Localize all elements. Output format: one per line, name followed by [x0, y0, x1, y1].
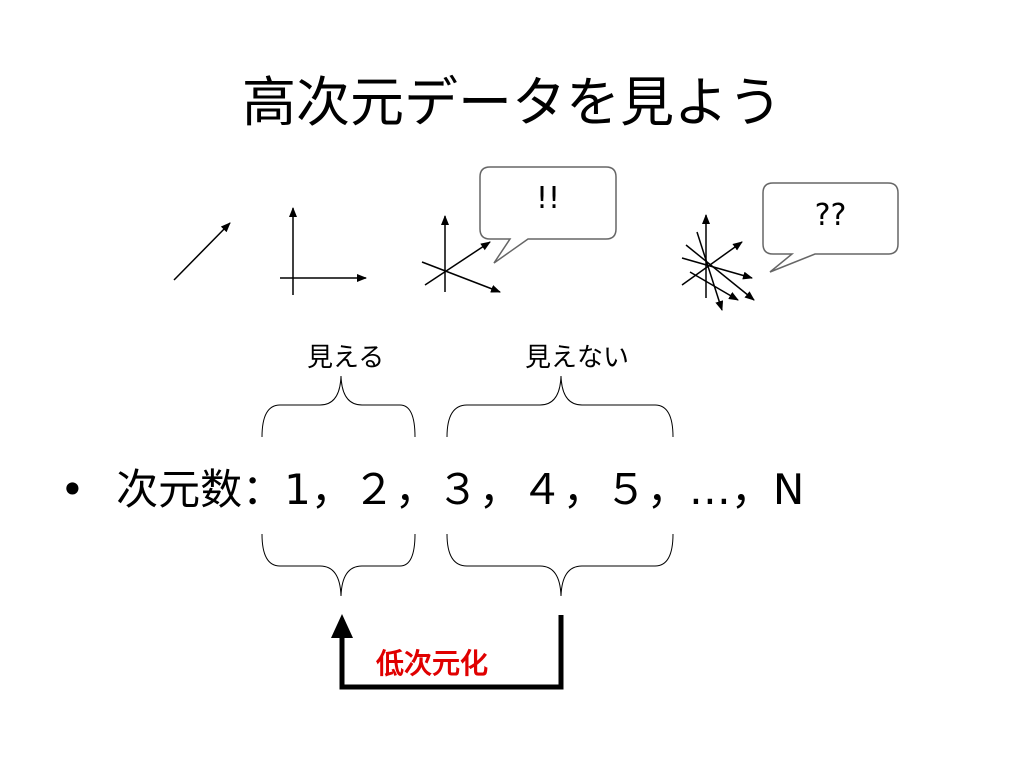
speech-bubble-left	[479, 166, 617, 264]
bubble-left-text: !!	[535, 181, 561, 216]
dimension-list-text: 次元数：1，２，３，４，５，…，N	[116, 465, 805, 514]
two-dimensional-axes	[280, 207, 367, 295]
dimension-bullet: • 次元数：1，２，３，４，５，…，N	[60, 456, 804, 517]
speech-bubble-right	[762, 182, 899, 273]
high-dimensional-axes	[681, 214, 755, 311]
brace-visible-bottom	[261, 533, 416, 597]
reduction-arrow	[331, 614, 564, 690]
page-title: 高次元データを見よう	[242, 71, 782, 134]
three-dimensional-axes	[421, 215, 501, 293]
bullet-marker: •	[60, 465, 85, 514]
brace-visible-top	[261, 375, 416, 438]
brace-invisible-top	[446, 375, 674, 438]
brace-invisible-bottom	[446, 533, 674, 597]
bubble-right-text: ??	[814, 198, 847, 233]
reduction-label: 低次元化	[376, 647, 489, 680]
label-visible: 見える	[307, 343, 385, 373]
label-invisible: 見えない	[525, 343, 630, 373]
one-dimensional-vector	[173, 222, 231, 281]
